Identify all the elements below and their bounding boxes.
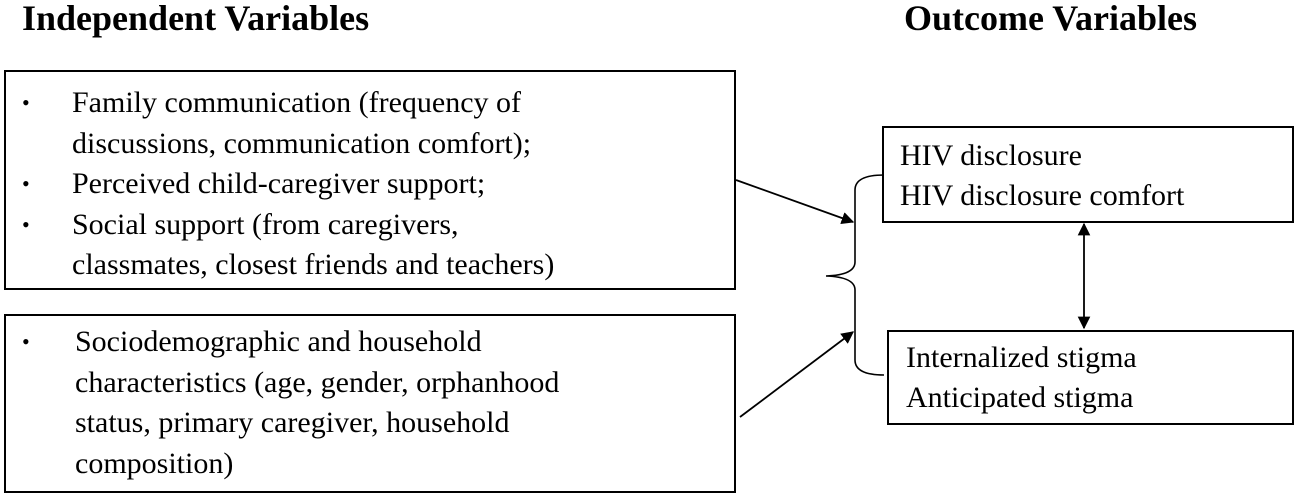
list-item: • Family communication (frequency of bbox=[22, 83, 554, 124]
outcome-line: HIV disclosure comfort bbox=[900, 179, 1185, 212]
list-item-text: status, primary caregiver, household bbox=[75, 406, 510, 439]
list-item-text: Social support (from caregivers, bbox=[72, 207, 459, 241]
bullet-icon: • bbox=[22, 90, 30, 115]
list-item-text: characteristics (age, gender, orphanhood bbox=[75, 365, 560, 399]
arrow-box1-to-outcomes bbox=[735, 179, 855, 225]
list-item-continuation: composition) bbox=[75, 444, 559, 485]
bullet-icon: • bbox=[22, 211, 30, 237]
independent-box-sociodemographic: • Sociodemographic and household characte… bbox=[4, 314, 736, 493]
list-item: • Sociodemographic and household bbox=[22, 322, 559, 363]
list-item-text: Family communication (frequency of bbox=[72, 86, 522, 119]
arrow-box2-to-outcomes bbox=[739, 331, 855, 418]
list-item: • Perceived child-caregiver support; bbox=[22, 164, 554, 205]
list-item-text: Perceived child-caregiver support; bbox=[72, 167, 486, 200]
list-item-continuation: status, primary caregiver, household bbox=[75, 403, 559, 444]
outcome-text: HIV disclosure HIV disclosure comfort bbox=[900, 136, 1184, 216]
bullet-list: • Sociodemographic and household characte… bbox=[22, 322, 559, 485]
outcome-line: Internalized stigma bbox=[906, 341, 1137, 374]
grouping-brace bbox=[825, 174, 885, 376]
outcome-line: Anticipated stigma bbox=[906, 381, 1134, 414]
outcome-line: HIV disclosure bbox=[900, 139, 1082, 172]
list-item-text: composition) bbox=[75, 446, 234, 480]
outcome-text: Internalized stigma Anticipated stigma bbox=[906, 338, 1137, 418]
bullet-list: • Family communication (frequency of disc… bbox=[22, 83, 554, 286]
list-item-text: discussions, communication comfort); bbox=[72, 126, 532, 160]
list-item: • Social support (from caregivers, bbox=[22, 205, 554, 246]
list-item-text: classmates, closest friends and teachers… bbox=[72, 248, 555, 281]
independent-variables-heading: Independent Variables bbox=[22, 0, 370, 38]
list-item-continuation: classmates, closest friends and teachers… bbox=[72, 245, 554, 286]
independent-box-communication-support: • Family communication (frequency of disc… bbox=[4, 70, 736, 290]
outcome-box-stigma: Internalized stigma Anticipated stigma bbox=[887, 330, 1294, 425]
bullet-icon: • bbox=[22, 171, 30, 196]
outcome-variables-heading: Outcome Variables bbox=[904, 0, 1197, 38]
outcome-box-disclosure: HIV disclosure HIV disclosure comfort bbox=[882, 126, 1294, 223]
list-item-continuation: characteristics (age, gender, orphanhood bbox=[75, 363, 559, 404]
list-item-continuation: discussions, communication comfort); bbox=[72, 124, 554, 165]
list-item-text: Sociodemographic and household bbox=[75, 325, 482, 358]
bullet-icon: • bbox=[22, 329, 30, 354]
